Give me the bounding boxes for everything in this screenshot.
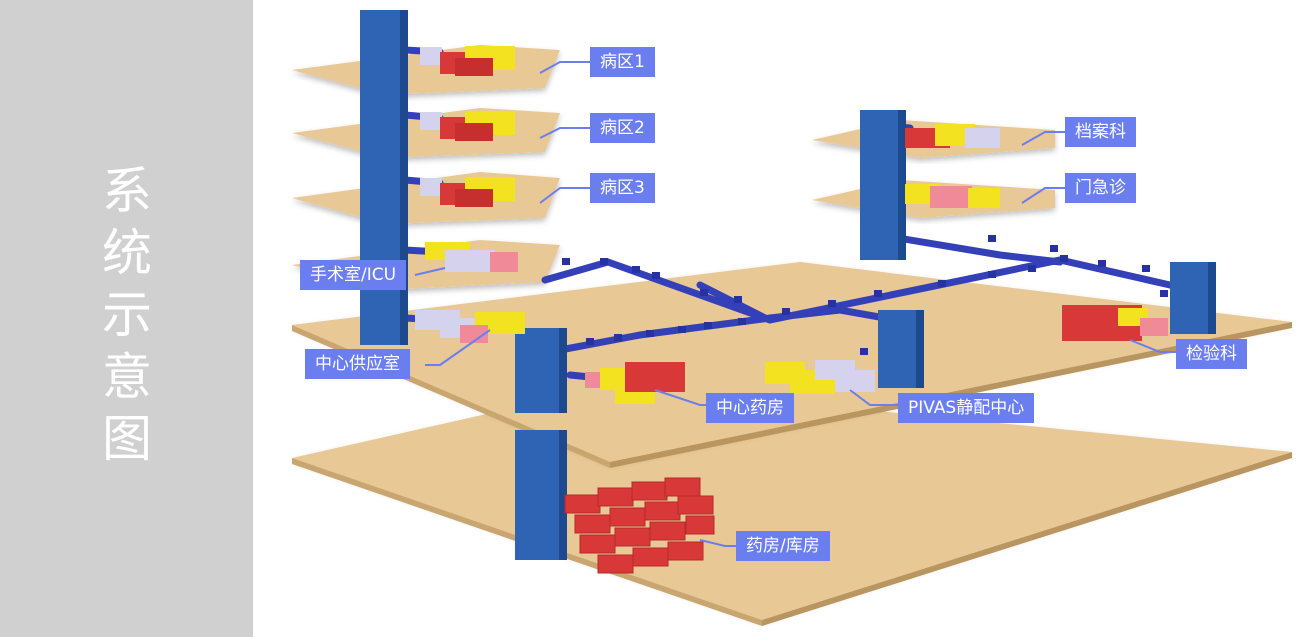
boxes-central-pharmacy xyxy=(585,362,685,404)
sidebar-panel: 系 统 示 意 图 xyxy=(0,0,253,637)
label-laboratory: 检验科 xyxy=(1176,339,1247,369)
title-char: 意 xyxy=(102,348,152,406)
boxes-surgery-icu xyxy=(425,242,518,272)
title-char: 系 xyxy=(102,162,152,220)
track-carriers xyxy=(562,235,1168,355)
label-outpatient: 门急诊 xyxy=(1065,173,1136,203)
boxes-pharmacy-warehouse xyxy=(564,477,715,574)
boxes-laboratory xyxy=(1062,305,1168,341)
boxes-ward3 xyxy=(420,177,515,207)
label-central-pharmacy: 中心药房 xyxy=(706,393,794,423)
page-title: 系 统 示 意 图 xyxy=(97,160,157,470)
boxes-pivas xyxy=(765,360,875,394)
title-char: 示 xyxy=(102,286,152,344)
label-ward1: 病区1 xyxy=(590,47,655,77)
boxes-central-supply xyxy=(415,310,525,343)
label-pivas: PIVAS静配中心 xyxy=(898,393,1035,423)
column-central-pharmacy xyxy=(515,328,567,413)
column-laboratory xyxy=(1170,262,1216,334)
column-pivas xyxy=(878,310,924,388)
label-ward2: 病区2 xyxy=(590,113,655,143)
leader-lines xyxy=(414,61,1176,547)
boxes-archives xyxy=(905,124,1000,148)
boxes-ward2 xyxy=(420,111,515,141)
label-archives: 档案科 xyxy=(1065,117,1136,147)
label-pharmacy-warehouse: 药房/库房 xyxy=(736,531,830,561)
column-ward-tower xyxy=(360,10,408,345)
label-surgery-icu: 手术室/ICU xyxy=(300,260,407,290)
boxes-ward1 xyxy=(420,46,515,76)
label-ward3: 病区3 xyxy=(590,173,655,203)
column-outpatient-tower xyxy=(860,110,906,260)
title-char: 图 xyxy=(102,410,152,468)
title-char: 统 xyxy=(102,224,152,282)
label-central-supply: 中心供应室 xyxy=(305,349,410,379)
system-diagram: 病区1 病区2 病区3 手术室/ICU 中心供应室 中心药房 PIVAS静配中心… xyxy=(253,0,1300,637)
boxes-outpatient xyxy=(905,184,1000,208)
column-basement xyxy=(515,430,567,560)
